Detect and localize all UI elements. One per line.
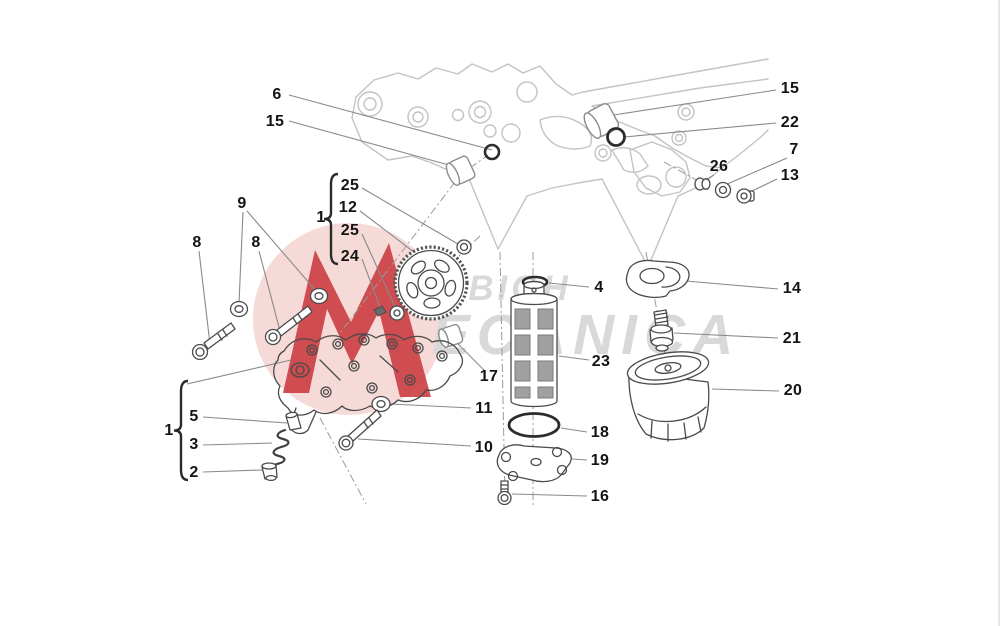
callout-20: 20 — [783, 382, 803, 399]
leader-line-14 — [685, 280, 779, 290]
nut-25-top-drawing — [456, 239, 472, 255]
group-brackets — [173, 172, 339, 482]
washer-7-drawing — [714, 181, 732, 199]
bracket-leader-1 — [186, 359, 292, 385]
leader-line-17 — [456, 342, 485, 371]
bolt-10-drawing — [338, 409, 382, 451]
leader-line-13 — [749, 178, 778, 193]
leader-line-6 — [288, 94, 493, 151]
nut-26-drawing — [694, 177, 711, 191]
leader-line-9 — [238, 211, 244, 304]
image-right-border — [998, 0, 1000, 626]
leader-lines — [186, 89, 788, 497]
leader-line-21 — [673, 332, 779, 339]
callout-22: 22 — [780, 114, 800, 131]
leader-line-8 — [198, 250, 211, 345]
leader-line-9 — [246, 210, 318, 293]
washer-9-right-drawing — [309, 287, 329, 305]
oring-6-drawing — [483, 143, 501, 161]
mesh-filter-23-drawing — [510, 280, 558, 408]
callout-10: 10 — [474, 439, 494, 456]
screw-16-drawing — [497, 480, 512, 506]
callout-25: 25 — [340, 222, 360, 239]
callout-17: 17 — [479, 368, 499, 385]
leader-line-8 — [258, 250, 281, 332]
screw-13-drawing — [736, 188, 755, 204]
bracket-group-1 — [173, 379, 189, 482]
callout-12: 12 — [338, 199, 358, 216]
callout-11: 11 — [475, 400, 493, 417]
gear-12-drawing — [393, 245, 469, 321]
callout-2: 2 — [189, 464, 199, 481]
leader-line-4 — [548, 282, 590, 288]
callout-16: 16 — [590, 488, 610, 505]
plug-2-drawing — [261, 462, 278, 482]
leader-line-22 — [623, 122, 777, 138]
leader-line-15 — [606, 89, 777, 117]
oil-filter-20-drawing — [626, 351, 710, 442]
leader-line-25 — [361, 233, 397, 310]
callout-24: 24 — [340, 248, 360, 265]
leader-line-18 — [560, 427, 588, 433]
callout-25: 25 — [340, 177, 360, 194]
callout-14: 14 — [782, 280, 802, 297]
leader-line-19 — [571, 458, 588, 461]
engine-crankcase-drawing — [351, 58, 769, 268]
plate-14-drawing — [625, 259, 690, 299]
oring-22-drawing — [606, 127, 626, 147]
callout-19: 19 — [590, 452, 610, 469]
washer-11-drawing — [371, 395, 391, 413]
cover-19-drawing — [496, 444, 572, 483]
leader-line-2 — [202, 469, 263, 473]
plunger-5-drawing — [285, 411, 302, 431]
callout-9: 9 — [237, 195, 247, 212]
leader-line-3 — [202, 442, 273, 446]
bushing-15-right-drawing — [583, 103, 620, 139]
washer-9-left-drawing — [229, 300, 249, 318]
callout-3: 3 — [189, 436, 199, 453]
callout-1: 1 — [164, 422, 174, 439]
washer-25-bottom-drawing — [389, 305, 405, 321]
leader-line-25 — [361, 187, 459, 245]
leader-line-16 — [511, 493, 588, 497]
bushing-15-left-drawing — [445, 155, 476, 186]
callout-8: 8 — [192, 234, 202, 251]
union-21-drawing — [649, 309, 674, 352]
callout-15: 15 — [780, 80, 800, 97]
oring-18-drawing — [507, 412, 561, 438]
key-24-drawing — [373, 305, 387, 317]
bolt-8-right-drawing — [264, 305, 313, 346]
callout-1: 1 — [316, 209, 326, 226]
callout-13: 13 — [780, 167, 800, 184]
callout-21: 21 — [782, 330, 802, 347]
callout-15: 15 — [265, 113, 285, 130]
callout-8: 8 — [251, 234, 261, 251]
callout-5: 5 — [189, 408, 199, 425]
bushing-17-drawing — [438, 323, 464, 349]
leader-line-15 — [288, 120, 457, 168]
leader-line-24 — [361, 258, 381, 308]
callout-4: 4 — [594, 279, 604, 296]
leader-line-7 — [724, 157, 788, 186]
callout-26: 26 — [709, 158, 729, 175]
leader-line-10 — [357, 438, 472, 447]
leader-line-20 — [711, 388, 780, 392]
bolt-8-left-drawing — [191, 322, 236, 361]
leader-line-23 — [558, 355, 590, 361]
callout-6: 6 — [272, 86, 282, 103]
oil-pump-body-drawing — [273, 333, 464, 435]
leader-line-5 — [202, 416, 288, 424]
callout-23: 23 — [591, 353, 611, 370]
callout-18: 18 — [590, 424, 610, 441]
bracket-group-1 — [323, 172, 339, 266]
callout-7: 7 — [789, 141, 799, 158]
leader-line-11 — [390, 403, 472, 409]
